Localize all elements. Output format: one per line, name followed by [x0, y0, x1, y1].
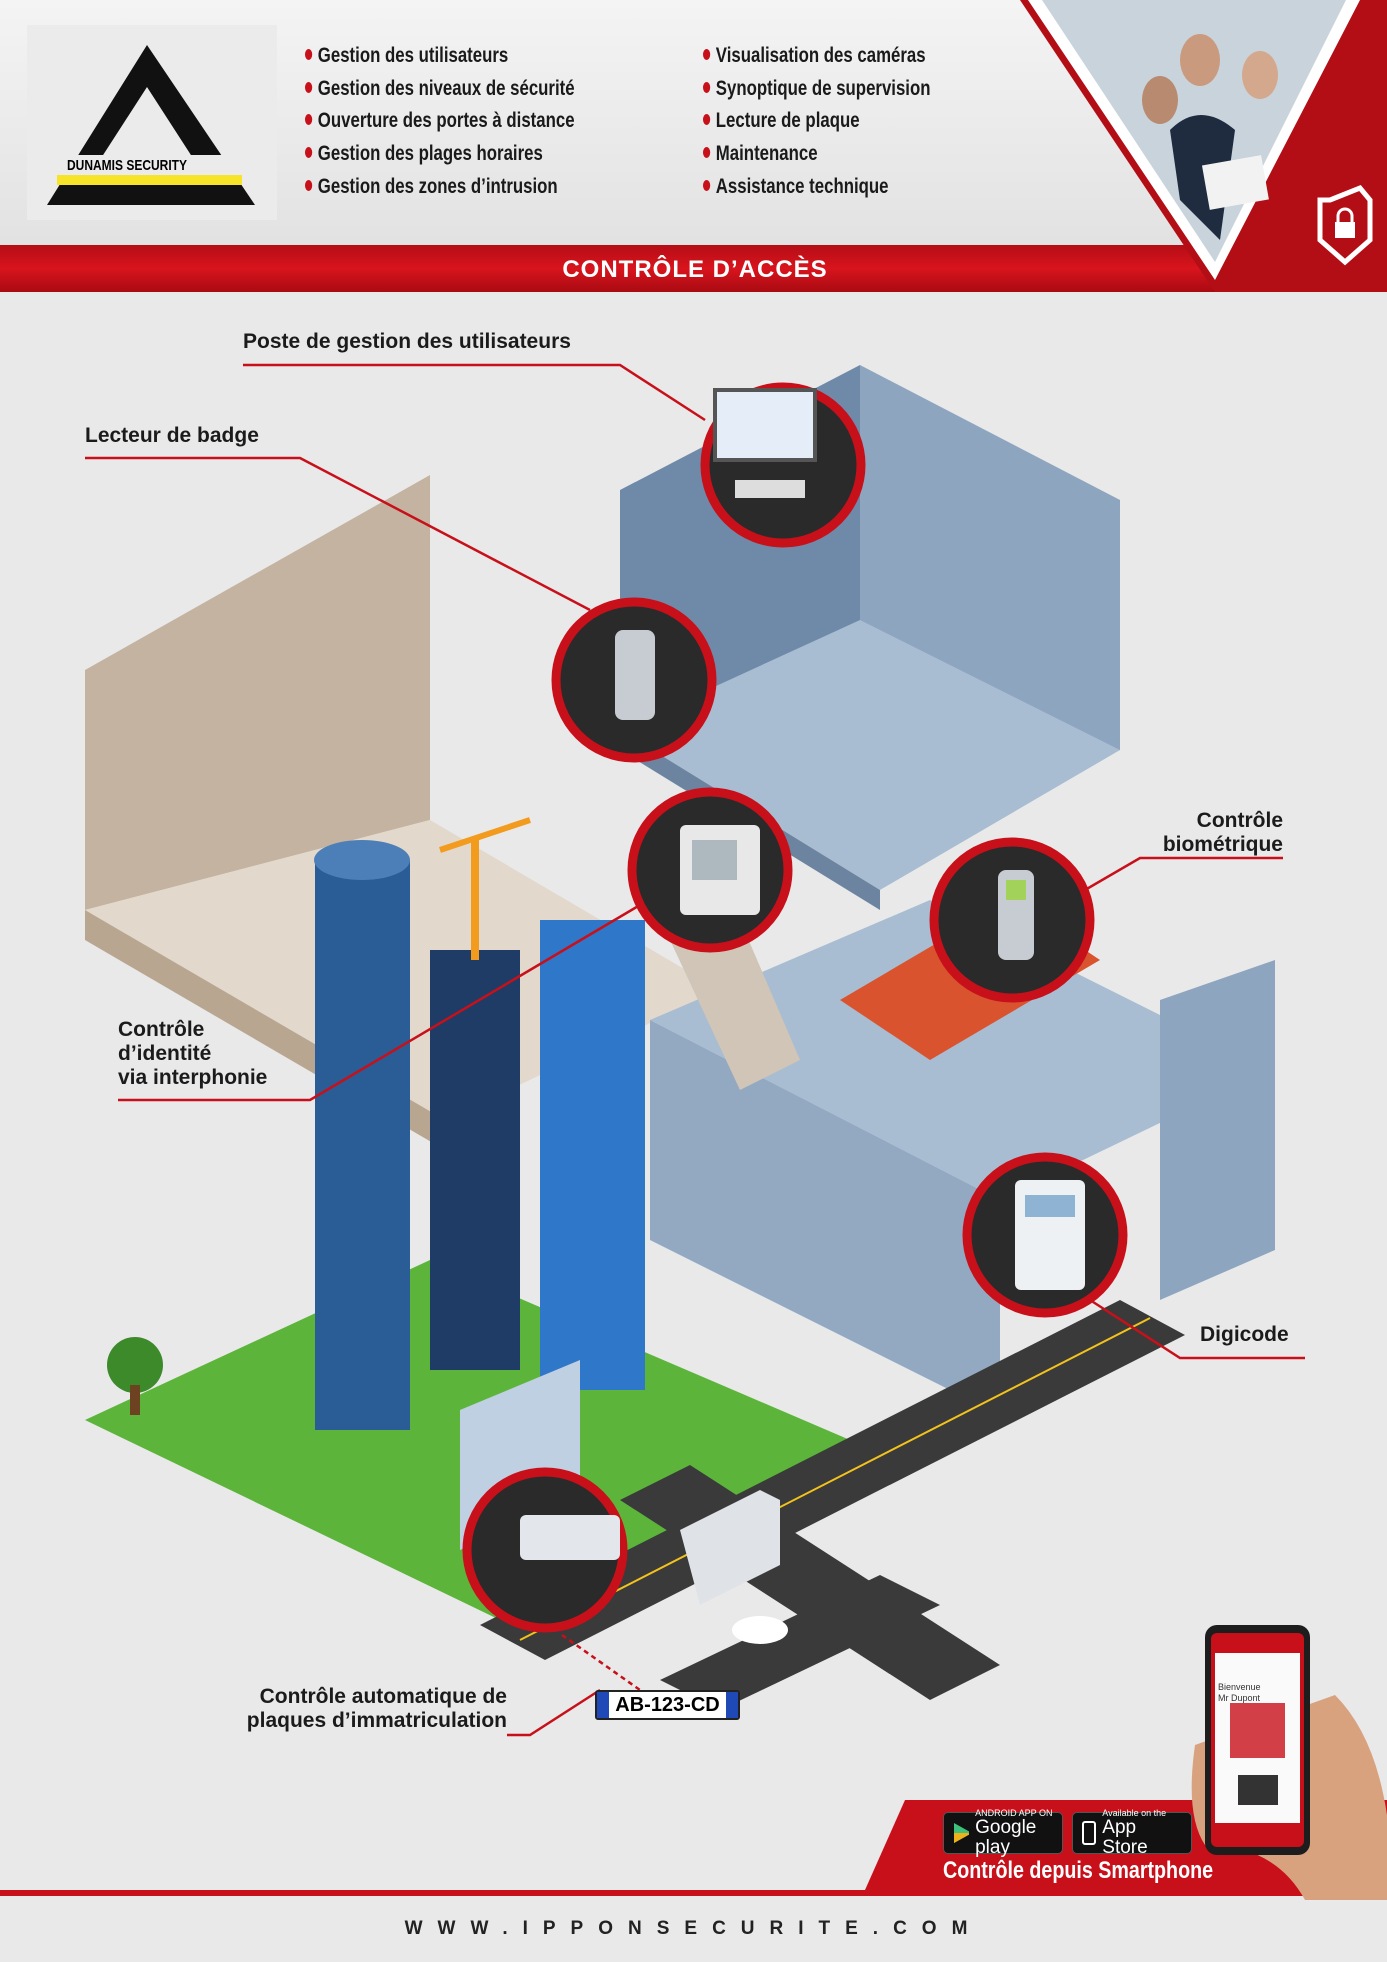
badge-reader-icon	[615, 630, 655, 720]
feature-item: Visualisation des caméras	[703, 40, 931, 73]
fingerprint-sensor	[1006, 880, 1026, 900]
label-interphonie: Contrôle d’identité via interphonie	[118, 1018, 267, 1090]
control-room-floor	[620, 620, 1120, 890]
tower	[315, 860, 410, 1430]
callout-line	[85, 456, 591, 612]
logo-text: DUNAMIS SECURITY	[67, 157, 188, 174]
label-line: plaques d’immatriculation	[246, 1709, 507, 1732]
office-wall	[85, 475, 430, 910]
plate-number: AB-123-CD	[615, 1693, 720, 1716]
feature-item: Gestion des zones d’intrusion	[305, 171, 575, 204]
label-line: d’identité	[118, 1042, 212, 1065]
tree	[107, 1337, 163, 1393]
monitor-icon	[713, 388, 817, 462]
tower-roof	[314, 840, 410, 880]
logo-triangle-icon	[47, 45, 255, 205]
website-url[interactable]: WWW.IPPONSECURITE.COM	[404, 1918, 983, 1939]
phone-icon	[1082, 1821, 1096, 1845]
camera-beam-line	[561, 1633, 641, 1692]
shield-lock-icon	[1317, 185, 1373, 266]
reception-wall	[650, 1020, 1000, 1415]
team-photo-triangle	[1020, 0, 1387, 292]
feature-item: Gestion des plages horaires	[305, 138, 575, 171]
label-badge: Lecteur de badge	[85, 424, 259, 447]
guard-house	[680, 1490, 780, 1605]
feature-item: Lecture de plaque	[703, 105, 931, 138]
store-small-text: ANDROID APP ON	[975, 1808, 1053, 1818]
label-line: biométrique	[1162, 833, 1283, 856]
greeting-line: Mr Dupont	[1218, 1693, 1261, 1703]
feature-list-left: Gestion des utilisateurs Gestion des niv…	[305, 40, 642, 204]
label-line: Contrôle automatique de	[259, 1685, 507, 1708]
store-name: Google play	[975, 1817, 1037, 1858]
camera-icon	[520, 1515, 620, 1560]
feature-item: Gestion des utilisateurs	[305, 40, 575, 73]
store-small-text: Available on the	[1102, 1808, 1167, 1818]
reception-floor	[650, 900, 1270, 1200]
tower	[540, 920, 645, 1390]
isometric-illustration	[85, 365, 1275, 1710]
road-marking	[519, 1317, 1151, 1641]
reception-wall	[1160, 960, 1275, 1300]
feature-item: Gestion des niveaux de sécurité	[305, 73, 575, 106]
barcode-icon	[1238, 1775, 1278, 1805]
page-title: CONTRÔLE D’ACCÈS	[562, 256, 828, 283]
callout-line	[243, 363, 706, 422]
feature-item: Maintenance	[703, 138, 931, 171]
label-line: via interphonie	[118, 1066, 268, 1089]
qr-code-icon	[1230, 1703, 1285, 1758]
license-plate: AB-123-CD	[595, 1690, 740, 1720]
feature-item: Ouverture des portes à distance	[305, 105, 575, 138]
road	[660, 1575, 940, 1710]
greeting-line: Bienvenue	[1218, 1682, 1261, 1692]
keypad-screen	[1025, 1195, 1075, 1217]
label-digicode: Digicode	[1200, 1323, 1289, 1346]
callout-line	[1089, 1298, 1305, 1360]
callout-line	[118, 903, 641, 1102]
callout-line	[507, 1688, 601, 1737]
label-line: Contrôle	[118, 1018, 205, 1041]
phone-greeting: Bienvenue Mr Dupont	[1218, 1682, 1261, 1704]
smartphone-label: Contrôle depuis Smartphone	[943, 1857, 1214, 1884]
tree-trunk	[130, 1385, 140, 1415]
crane-arm	[439, 817, 531, 853]
label-line: Contrôle	[1196, 809, 1283, 832]
region-band	[726, 1692, 738, 1718]
eu-band	[597, 1692, 609, 1718]
feature-item: Synoptique de supervision	[703, 73, 931, 106]
logo: DUNAMIS SECURITY	[27, 25, 277, 220]
feature-list-right: Visualisation des caméras Synoptique de …	[703, 40, 987, 204]
feature-item: Assistance technique	[703, 171, 931, 204]
car	[732, 1616, 788, 1644]
smartphone-illustration	[1191, 1625, 1387, 1900]
label-poste: Poste de gestion des utilisateurs	[243, 330, 571, 353]
keyboard-icon	[735, 480, 805, 498]
label-plaques: Contrôle automatique de plaques d’immatr…	[247, 1685, 507, 1733]
label-biometrique: Contrôle biométrique	[1163, 809, 1283, 857]
google-play-icon	[954, 1823, 970, 1843]
intercom-screen	[692, 840, 737, 880]
callout-line	[1084, 856, 1283, 892]
stairs	[670, 920, 800, 1090]
store-name: App Store	[1102, 1817, 1148, 1858]
title-banner	[0, 245, 1387, 292]
